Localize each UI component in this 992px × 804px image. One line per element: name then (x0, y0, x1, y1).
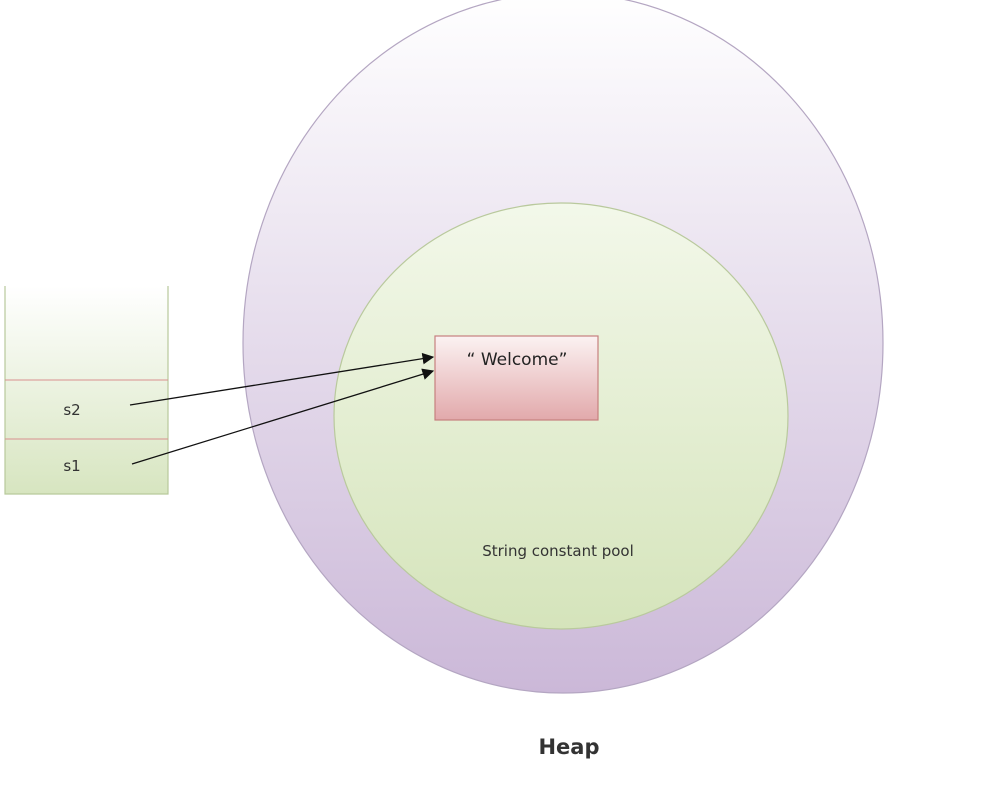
stack-variable-s2: s2 (63, 401, 80, 419)
stack-variable-s1: s1 (63, 457, 80, 475)
arrow-s1-to-welcome (131, 368, 435, 465)
stack-frame: s2 s1 (4, 286, 169, 495)
string-pool-label: String constant pool (482, 542, 634, 560)
heap-label: Heap (538, 735, 599, 759)
stack-outline (4, 286, 169, 495)
stack-fill (5, 286, 168, 494)
string-object-value: “ Welcome” (467, 350, 568, 370)
string-object-box (434, 335, 599, 421)
arrow-s2-to-welcome (129, 352, 435, 406)
